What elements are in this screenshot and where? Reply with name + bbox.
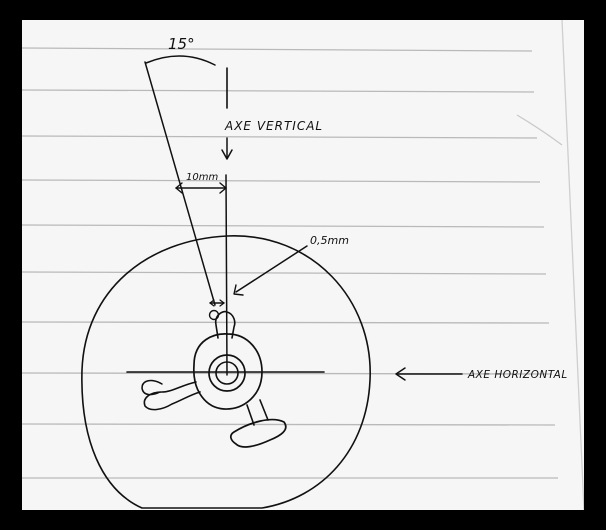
gap-leader-line <box>235 245 308 293</box>
tilted-axis-line <box>144 61 216 306</box>
paper-ruling <box>22 20 584 510</box>
vertical-axis-label: AXE VERTICAL <box>224 119 323 133</box>
notebook-page: 15° AXE VERTICAL 10mm 0,5mm AXE HORIZONT… <box>22 20 584 510</box>
hub-center <box>215 361 239 385</box>
ink-drawing <box>81 55 463 509</box>
angle-arc <box>145 55 216 66</box>
vertical-axis-line <box>225 174 228 376</box>
nozzle-tip <box>208 309 220 321</box>
page-edge <box>561 20 584 510</box>
horizontal-axis-arrowhead <box>395 367 406 381</box>
horizontal-axis-label: AXE HORIZONTAL <box>467 369 568 381</box>
wheel-circle <box>81 235 371 509</box>
ruled-line <box>22 423 556 426</box>
lower-arm <box>246 399 269 426</box>
angle-label: 15° <box>168 35 195 53</box>
page-crease <box>516 114 563 146</box>
left-knob <box>141 379 163 396</box>
left-arm <box>143 381 201 411</box>
hub-ring <box>208 354 246 392</box>
ruled-line <box>22 321 550 324</box>
ruled-line <box>22 47 533 52</box>
gap-arrowhead-right <box>219 299 225 307</box>
gap-arrowhead-left <box>209 299 215 307</box>
foot-pad <box>230 418 287 448</box>
ruled-line <box>22 89 535 93</box>
gap-leader-arrowhead <box>233 284 244 296</box>
ruled-line <box>22 224 545 228</box>
gap-label: 0,5mm <box>310 234 349 247</box>
hub-nozzle <box>214 310 236 339</box>
vertical-axis-arrowhead <box>221 149 233 160</box>
hand-drawn-diagram: 15° AXE VERTICAL 10mm 0,5mm AXE HORIZONT… <box>22 20 584 510</box>
ruled-line <box>22 372 553 375</box>
offset-arrowhead-right <box>219 182 227 194</box>
offset-arrowhead-left <box>175 182 183 194</box>
ruled-line <box>22 179 541 183</box>
ruled-line <box>22 135 538 139</box>
labels: 15° AXE VERTICAL 10mm 0,5mm AXE HORIZONT… <box>168 35 568 381</box>
offset-label: 10mm <box>186 172 218 183</box>
ruled-line <box>22 271 547 275</box>
